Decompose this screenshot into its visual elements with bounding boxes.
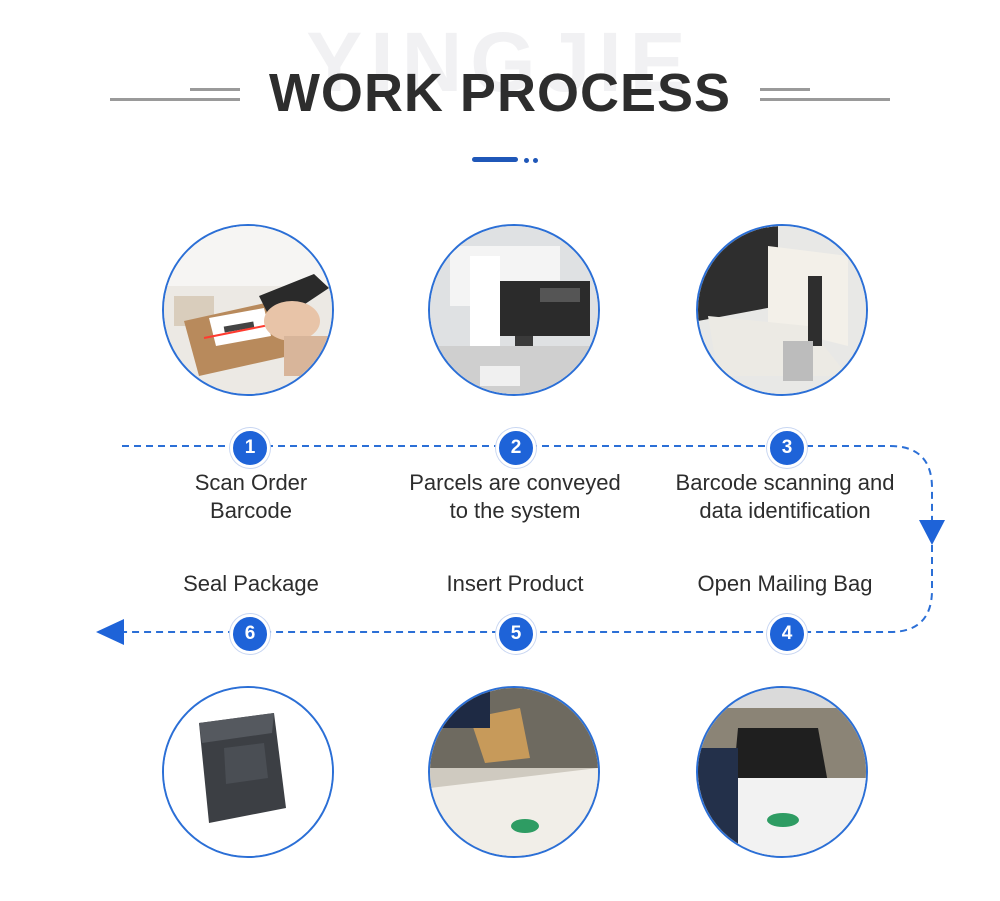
title-right-rule [760,98,890,101]
page-title: WORK PROCESS [268,63,732,123]
barcode-scanning-illustration [164,226,332,394]
step-label: Barcode scanning and data identification [675,470,895,523]
step-label: Insert Product [446,571,584,596]
title-left-rule-short [190,88,240,91]
sealed-package-illustration [164,688,332,856]
sealed-package-photo [162,686,334,858]
step-number-badge: 5 [496,614,536,654]
barcode-scanning-photo [162,224,334,396]
conveyor-printer-photo [428,224,600,396]
insert-product-photo [428,686,600,858]
flow-line-top [122,445,933,520]
conveyor-printer-illustration [430,226,598,394]
step-label: Scan Order Barcode [194,470,308,523]
step-label: Seal Package [183,571,319,596]
flow-arrow-down [919,520,945,545]
brand-watermark: YINGJIE [306,15,694,109]
open-bag-photo [696,686,868,858]
title-accent-dot [524,158,529,163]
step-number-badge: 4 [767,614,807,654]
step-number-badge: 3 [767,428,807,468]
step-number-badge: 6 [230,614,270,654]
title-left-rule [110,98,240,101]
insert-product-illustration [430,688,598,856]
title-accent-bar [472,157,518,162]
flow-line-right [124,545,933,633]
title-accent-dot [533,158,538,163]
step-label: Open Mailing Bag [697,571,873,596]
step-number-badge: 2 [496,428,536,468]
step-number-badge: 1 [230,428,270,468]
title-right-rule-short [760,88,810,91]
machine-tray-illustration [698,226,866,394]
step-label: Parcels are conveyed to the system [409,470,621,523]
open-bag-illustration [698,688,866,856]
flow-arrow-left [96,619,124,645]
machine-tray-photo [696,224,868,396]
